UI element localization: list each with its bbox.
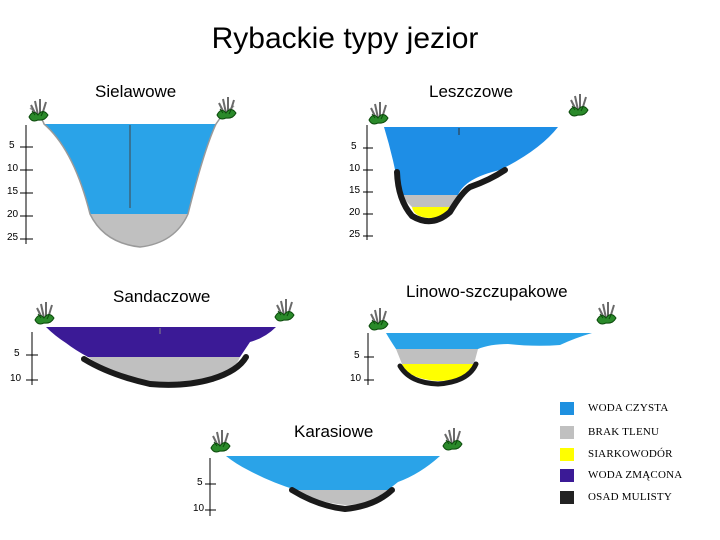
lake-bed [29,105,235,248]
depth-label: 25 [7,232,19,243]
depth-label: 5 [354,350,360,361]
reed-plant-icon [34,301,55,325]
depth-ticks [364,356,374,381]
reed-plant-icon [568,93,589,117]
oxygen-deficit-layer [88,357,240,383]
legend-swatch [560,426,574,439]
turbid-water-layer [46,327,276,357]
lake-sielawowe: 5 10 15 20 25 [7,96,237,248]
lake-sandaczowe: 5 10 [10,298,295,388]
legend-swatch [560,469,574,482]
legend-swatch [560,448,574,461]
lake-label-sandaczowe: Sandaczowe [113,287,211,306]
depth-ticks [205,483,216,511]
clear-water-layer [384,127,558,195]
depth-ticks [363,147,373,237]
lake-label-karasiowe: Karasiowe [294,422,374,441]
depth-label: 5 [9,140,15,151]
reed-plant-icon [368,101,389,125]
hydrogen-sulfide-layer [402,364,474,381]
legend-swatch [560,491,574,504]
reed-plant-icon [442,427,463,451]
legend-label: BRAK TLENU [588,426,660,438]
depth-ticks [20,146,33,240]
lake-label-sielawowe: Sielawowe [95,82,177,101]
reed-plant-icon [210,429,231,453]
depth-label: 5 [14,348,20,359]
mud-sediment [289,487,395,513]
mud-sediment [81,354,249,388]
mud-sediment [394,167,508,225]
clear-water-layer [386,333,592,349]
depth-label: 10 [193,503,205,514]
legend-label: OSAD MULISTY [588,491,672,503]
depth-label: 15 [7,186,19,197]
depth-label: 10 [10,373,22,384]
depth-label: 5 [197,477,203,488]
oxygen-deficit-layer [90,214,188,247]
depth-label: 10 [350,373,362,384]
clear-water-layer [226,456,440,490]
depth-label: 10 [349,163,361,174]
reed-plant-icon [216,96,237,120]
reed-plant-icon [368,307,389,331]
depth-label: 20 [349,207,361,218]
legend-label: WODA CZYSTA [588,402,669,414]
lake-karasiowe: 5 10 [193,427,463,516]
depth-label: 20 [7,209,19,220]
lake-linowo-szczupakowe: 5 10 [350,301,617,387]
depth-label: 10 [7,163,19,174]
depth-label: 5 [351,141,357,152]
page-title: Rybackie typy jezior [211,22,479,55]
legend-label: WODA ZMĄCONA [588,469,683,481]
reed-plant-icon [274,298,295,322]
oxygen-deficit-layer [396,349,478,364]
mud-sediment [397,361,479,387]
reed-plant-icon [596,301,617,325]
lake-label-leszczowe: Leszczowe [429,82,514,101]
depth-label: 25 [349,229,361,240]
lake-label-linowo-szczupakowe: Linowo-szczupakowe [406,282,568,301]
depth-ticks [26,354,38,381]
oxygen-deficit-layer [296,490,388,505]
depth-label: 15 [349,185,361,196]
oxygen-deficit-layer [400,195,458,207]
legend-swatch [560,402,574,415]
lake-leszczowe: 5 10 15 20 25 [349,93,589,240]
legend-label: SIARKOWODÓR [588,448,673,460]
